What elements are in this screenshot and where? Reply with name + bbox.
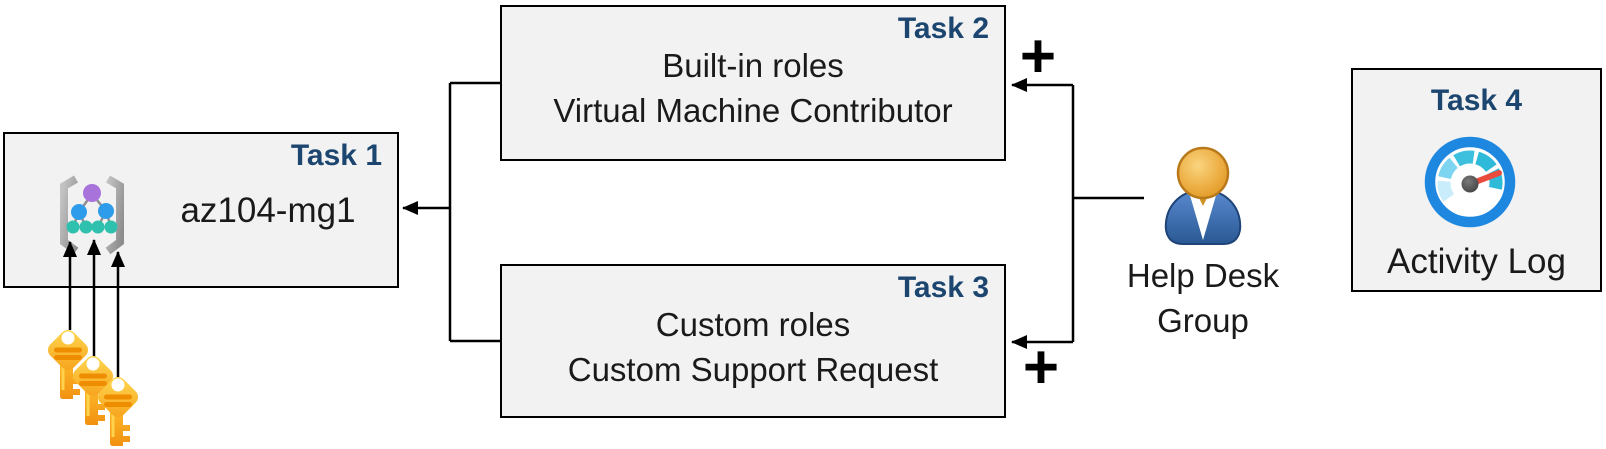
task3-box: Task 3 Custom roles Custom Support Reque… [500,264,1006,418]
task3-line2: Custom Support Request [567,351,939,388]
task4-caption: Activity Log [1387,242,1566,281]
task1-box: Task 1 az104-mg1 [3,132,399,288]
group-caption-line1: Help Desk [1126,257,1280,294]
task4-box: Task 4 Activity Log [1351,68,1602,292]
keys-icon [44,326,142,446]
task3-text: Custom roles Custom Support Request [502,302,1004,392]
plus-task2: + [1019,21,1057,91]
task2-text: Built-in roles Virtual Machine Contribut… [502,43,1004,133]
help-desk-group-caption: Help Desk Group [1103,253,1303,343]
plus-task3: + [1022,332,1060,402]
group-caption-line2: Group [1157,302,1249,339]
task2-box: Task 2 Built-in roles Virtual Machine Co… [500,5,1006,161]
task1-title: az104-mg1 [180,191,356,230]
task2-label: Task 2 [897,12,989,45]
task1-label: Task 1 [290,139,382,172]
gauge-icon [1424,136,1516,228]
task3-line1: Custom roles [655,306,851,343]
task4-label: Task 4 [1430,84,1523,117]
task2-line1: Built-in roles [662,47,844,84]
user-icon [1164,146,1242,245]
task2-line2: Virtual Machine Contributor [553,92,953,129]
management-group-icon [60,175,124,255]
task3-label: Task 3 [897,271,989,304]
